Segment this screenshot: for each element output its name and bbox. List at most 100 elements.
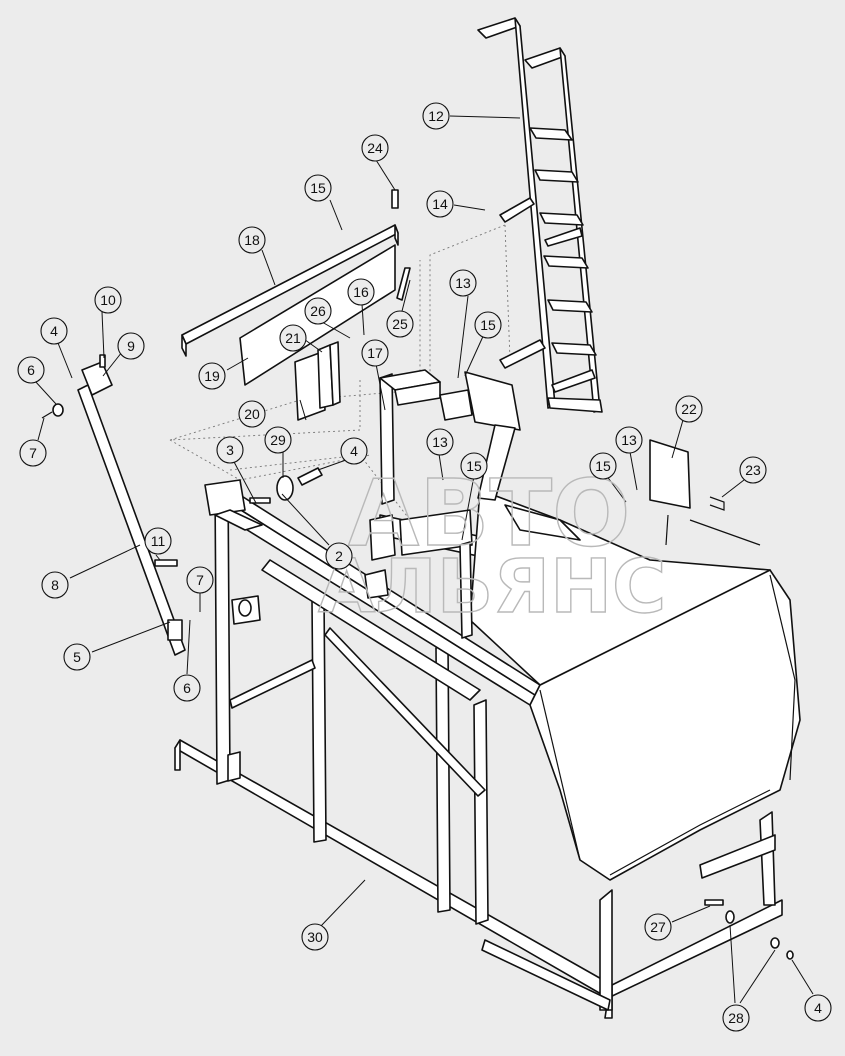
watermark-line2: АЛЬЯНС [318,544,666,630]
svg-text:4: 4 [350,443,358,459]
callout-15-middle: 15 [460,452,488,480]
callout-20: 20 [238,400,266,428]
callout-13-upper: 13 [449,269,477,297]
callout-15-ladder: 15 [474,311,502,339]
upright-post-assembly [364,369,473,639]
rear-hardware [704,899,794,960]
svg-text:29: 29 [270,432,286,448]
svg-text:24: 24 [367,140,383,156]
callout-15-right: 15 [589,452,617,480]
callout-28-left: 28 [722,1004,750,1032]
callout-14: 14 [426,190,454,218]
callout-6-upper: 6 [17,356,45,384]
callout-15-top: 15 [304,174,332,202]
svg-text:18: 18 [244,232,260,248]
svg-text:11: 11 [151,533,166,549]
callout-11: 11 [144,527,172,555]
cotter-pin-7-upper [41,411,53,419]
bolt-25 [396,267,411,301]
svg-text:12: 12 [428,108,444,124]
svg-text:25: 25 [392,316,408,332]
callout-13-right: 13 [615,426,643,454]
bracket-21 [317,341,341,409]
lever-8 [77,384,186,656]
callout-25: 25 [386,310,414,338]
callout-29: 29 [264,426,292,454]
svg-text:22: 22 [681,401,697,417]
callout-6-lower: 6 [173,674,201,702]
callout-17: 17 [361,339,389,367]
callout-30: 30 [301,923,329,951]
svg-text:20: 20 [244,406,260,422]
ladder [477,17,603,413]
callout-7-upper: 7 [19,439,47,467]
svg-text:28: 28 [728,1010,744,1026]
callout-22: 22 [675,395,703,423]
callout-23: 23 [739,456,767,484]
callout-12: 12 [422,102,450,130]
svg-text:9: 9 [127,338,135,354]
pin-11 [154,559,178,567]
svg-text:15: 15 [480,317,496,333]
svg-text:13: 13 [621,432,637,448]
svg-text:15: 15 [310,180,326,196]
hopper-body [469,489,801,881]
bolt-24 [391,189,399,209]
callouts: 2 3 4 4 4 5 6 6 7 7 8 9 10 11 12 13 13 1… [17,102,832,1032]
svg-text:5: 5 [73,649,81,665]
watermark: АВТО АЛЬЯНС [317,459,667,630]
callout-4-upper-left: 4 [40,317,68,345]
callout-8: 8 [41,571,69,599]
svg-text:21: 21 [285,330,301,346]
callout-4-rear: 4 [804,994,832,1022]
callout-24: 24 [361,134,389,162]
svg-text:13: 13 [455,275,471,291]
ladder-mount-plate [439,371,521,501]
svg-text:10: 10 [100,292,116,308]
front-post-assembly [204,467,323,782]
callout-16: 16 [347,278,375,306]
callout-13-middle: 13 [426,428,454,456]
plate-20 [294,351,326,421]
svg-text:4: 4 [814,1000,822,1016]
svg-text:27: 27 [650,919,666,935]
svg-text:30: 30 [307,929,323,945]
callout-4-center: 4 [340,437,368,465]
svg-text:23: 23 [745,462,761,478]
u-bolt-23 [709,496,725,511]
callout-10: 10 [94,286,122,314]
svg-text:26: 26 [310,303,326,319]
svg-text:7: 7 [196,572,204,588]
washer-6-upper [52,403,64,417]
svg-text:19: 19 [204,368,220,384]
callout-18: 18 [238,226,266,254]
callout-19: 19 [198,362,226,390]
svg-text:4: 4 [50,323,58,339]
svg-text:14: 14 [432,196,448,212]
callout-26: 26 [304,297,332,325]
bracket-9 [81,361,113,396]
svg-text:13: 13 [432,434,448,450]
callout-2: 2 [325,542,353,570]
callout-7-lower: 7 [186,566,214,594]
svg-text:6: 6 [183,680,191,696]
side-plate-22 [649,439,761,546]
callout-9: 9 [117,332,145,360]
svg-text:17: 17 [367,345,383,361]
svg-text:2: 2 [335,548,343,564]
callout-5: 5 [63,643,91,671]
svg-text:8: 8 [51,577,59,593]
callout-3: 3 [216,436,244,464]
crossbar-18 [181,224,399,357]
svg-text:15: 15 [466,458,482,474]
bolt-10 [99,354,106,368]
callout-27: 27 [644,913,672,941]
svg-text:15: 15 [595,458,611,474]
svg-text:3: 3 [226,442,234,458]
svg-text:6: 6 [27,362,35,378]
watermark-line1: АВТО [348,460,630,567]
svg-text:7: 7 [29,445,37,461]
svg-text:16: 16 [353,284,369,300]
